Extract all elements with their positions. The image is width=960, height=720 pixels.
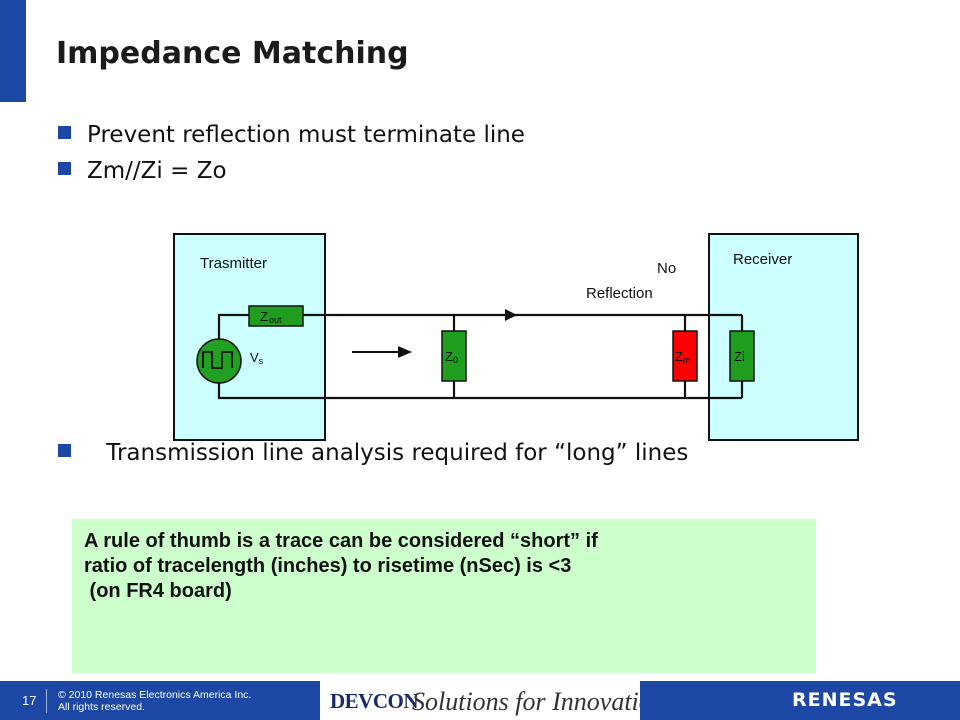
transmitter-label: Trasmitter [200,255,267,272]
bullet-square-icon [58,162,71,175]
footer-banner: DEVCON Solutions for Innovation [320,681,665,720]
copyright-line2: All rights reserved. [58,701,145,713]
note-line3: (on FR4 board) [84,580,232,602]
z0-main: Z [445,349,453,364]
note-line1: A rule of thumb is a trace can be consid… [84,530,598,552]
copyright-line1: © 2010 Renesas Electronics America Inc. [58,689,252,701]
footer-divider [46,689,47,713]
vs-label: Vs [250,350,264,366]
z0-label: Z0 [445,349,458,365]
zm-sub: m [683,355,691,365]
copyright: © 2010 Renesas Electronics America Inc. … [58,689,251,713]
no-reflection-line1: No [657,260,676,277]
bullet-text: Zm//Zi = Zo [87,158,227,184]
zout-sub: out [269,315,282,325]
transmitter-panel [173,233,326,441]
vs-main: V [250,350,259,365]
footer-left: 17 © 2010 Renesas Electronics America In… [0,681,320,720]
slide-title: Impedance Matching [56,36,409,71]
z0-resistor [441,330,467,382]
note-line2: ratio of tracelength (inches) to risetim… [84,555,572,577]
devcon-logo: DEVCON [330,689,419,713]
bullet-square-icon [58,444,71,457]
receiver-panel [708,233,859,441]
zm-main: Z [675,349,683,364]
no-reflection-line2: Reflection [586,285,653,302]
bullet-item: Prevent reflection must terminate line [58,122,525,148]
zout-main: Z [260,309,268,324]
receiver-label: Receiver [733,251,792,268]
voltage-source-icon [196,338,242,384]
bullet-item: Transmission line analysis required for … [58,440,688,466]
zi-resistor [729,330,755,382]
rule-of-thumb-box: A rule of thumb is a trace can be consid… [72,519,816,673]
zout-resistor [248,305,304,327]
title-accent-bar [0,0,26,102]
bottom-wire [217,378,742,400]
bullet-text: Transmission line analysis required for … [99,440,689,466]
square-wave-icon [202,351,233,369]
footer: 17 © 2010 Renesas Electronics America In… [0,681,960,720]
incident-arrow-icon [398,346,412,358]
zi-label: Zi [734,349,745,364]
wave-arrow-icon [505,309,517,321]
no-reflection-label: No Reflection [586,260,680,302]
zm-label: Zm [675,349,690,365]
tagline: Solutions for Innovation [412,687,665,716]
vs-sub: s [259,356,264,366]
page-number: 17 [22,693,37,708]
top-wire [217,313,249,355]
footer-right: RENESAS [640,681,960,720]
renesas-logo: RENESAS [792,689,898,711]
bullet-square-icon [58,126,71,139]
bullet-item: Zm//Zi = Zo [58,158,227,184]
bullet-text: Prevent reflection must terminate line [87,122,525,148]
zm-resistor [672,330,698,382]
wires [217,313,744,400]
zout-label: Zout [260,309,282,325]
z0-sub: 0 [453,355,458,365]
